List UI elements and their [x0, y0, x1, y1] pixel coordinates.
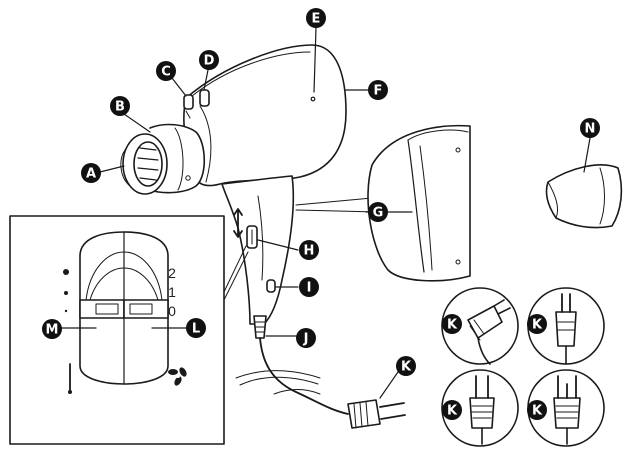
- svg-text:N: N: [585, 122, 596, 137]
- svg-text:J: J: [303, 332, 309, 347]
- plug-variant-4: [527, 369, 605, 447]
- svg-text:C: C: [161, 65, 171, 80]
- plug-variant-3: [441, 369, 519, 447]
- badge-m: M: [42, 319, 62, 339]
- badge-d: D: [199, 50, 219, 70]
- svg-text:G: G: [373, 206, 384, 221]
- top-buttons: [183, 89, 210, 119]
- badge-k-main: K: [396, 356, 416, 376]
- badge-c: C: [156, 61, 176, 81]
- badge-k-1: K: [442, 314, 462, 334]
- svg-text:K: K: [532, 404, 543, 419]
- svg-text:K: K: [447, 404, 458, 419]
- svg-text:B: B: [115, 100, 125, 115]
- badge-a: A: [81, 163, 101, 183]
- svg-text:K: K: [401, 360, 412, 375]
- badge-h: H: [299, 240, 319, 260]
- badge-n: N: [580, 118, 600, 138]
- speed-tick-1: 1: [168, 284, 176, 300]
- svg-text:F: F: [374, 84, 383, 99]
- svg-text:K: K: [532, 318, 543, 333]
- badge-l: L: [186, 318, 206, 338]
- dryer-handle: [221, 175, 295, 339]
- svg-text:L: L: [192, 322, 200, 337]
- svg-text:K: K: [447, 318, 458, 333]
- svg-text:M: M: [46, 323, 59, 338]
- svg-text:I: I: [307, 281, 312, 296]
- main-plug: [347, 399, 406, 429]
- power-cord: [235, 337, 349, 415]
- badge-f: F: [368, 80, 388, 100]
- concentrator-nozzle: [545, 164, 623, 229]
- svg-text:H: H: [304, 244, 315, 259]
- callout-badges: A B C D E F G H I J K K K K K L M N: [42, 8, 600, 420]
- svg-text:A: A: [86, 167, 96, 182]
- badge-k-2: K: [527, 314, 547, 334]
- badge-e: E: [306, 8, 326, 28]
- badge-k-3: K: [442, 400, 462, 420]
- air-outlet-nozzle: [120, 123, 206, 195]
- speed-tick-0: 0: [168, 303, 176, 319]
- badge-g: G: [368, 202, 388, 222]
- badge-b: B: [110, 96, 130, 116]
- leader-lines: [61, 27, 591, 399]
- badge-j: J: [296, 328, 316, 348]
- plug-variant-1: [441, 287, 519, 365]
- badge-i: I: [299, 277, 319, 297]
- svg-text:D: D: [204, 54, 215, 69]
- svg-text:E: E: [312, 12, 321, 27]
- detail-inset-g: [295, 124, 471, 282]
- badge-k-4: K: [527, 400, 547, 420]
- fan-icon: [168, 367, 187, 386]
- speed-tick-2: 2: [168, 265, 176, 281]
